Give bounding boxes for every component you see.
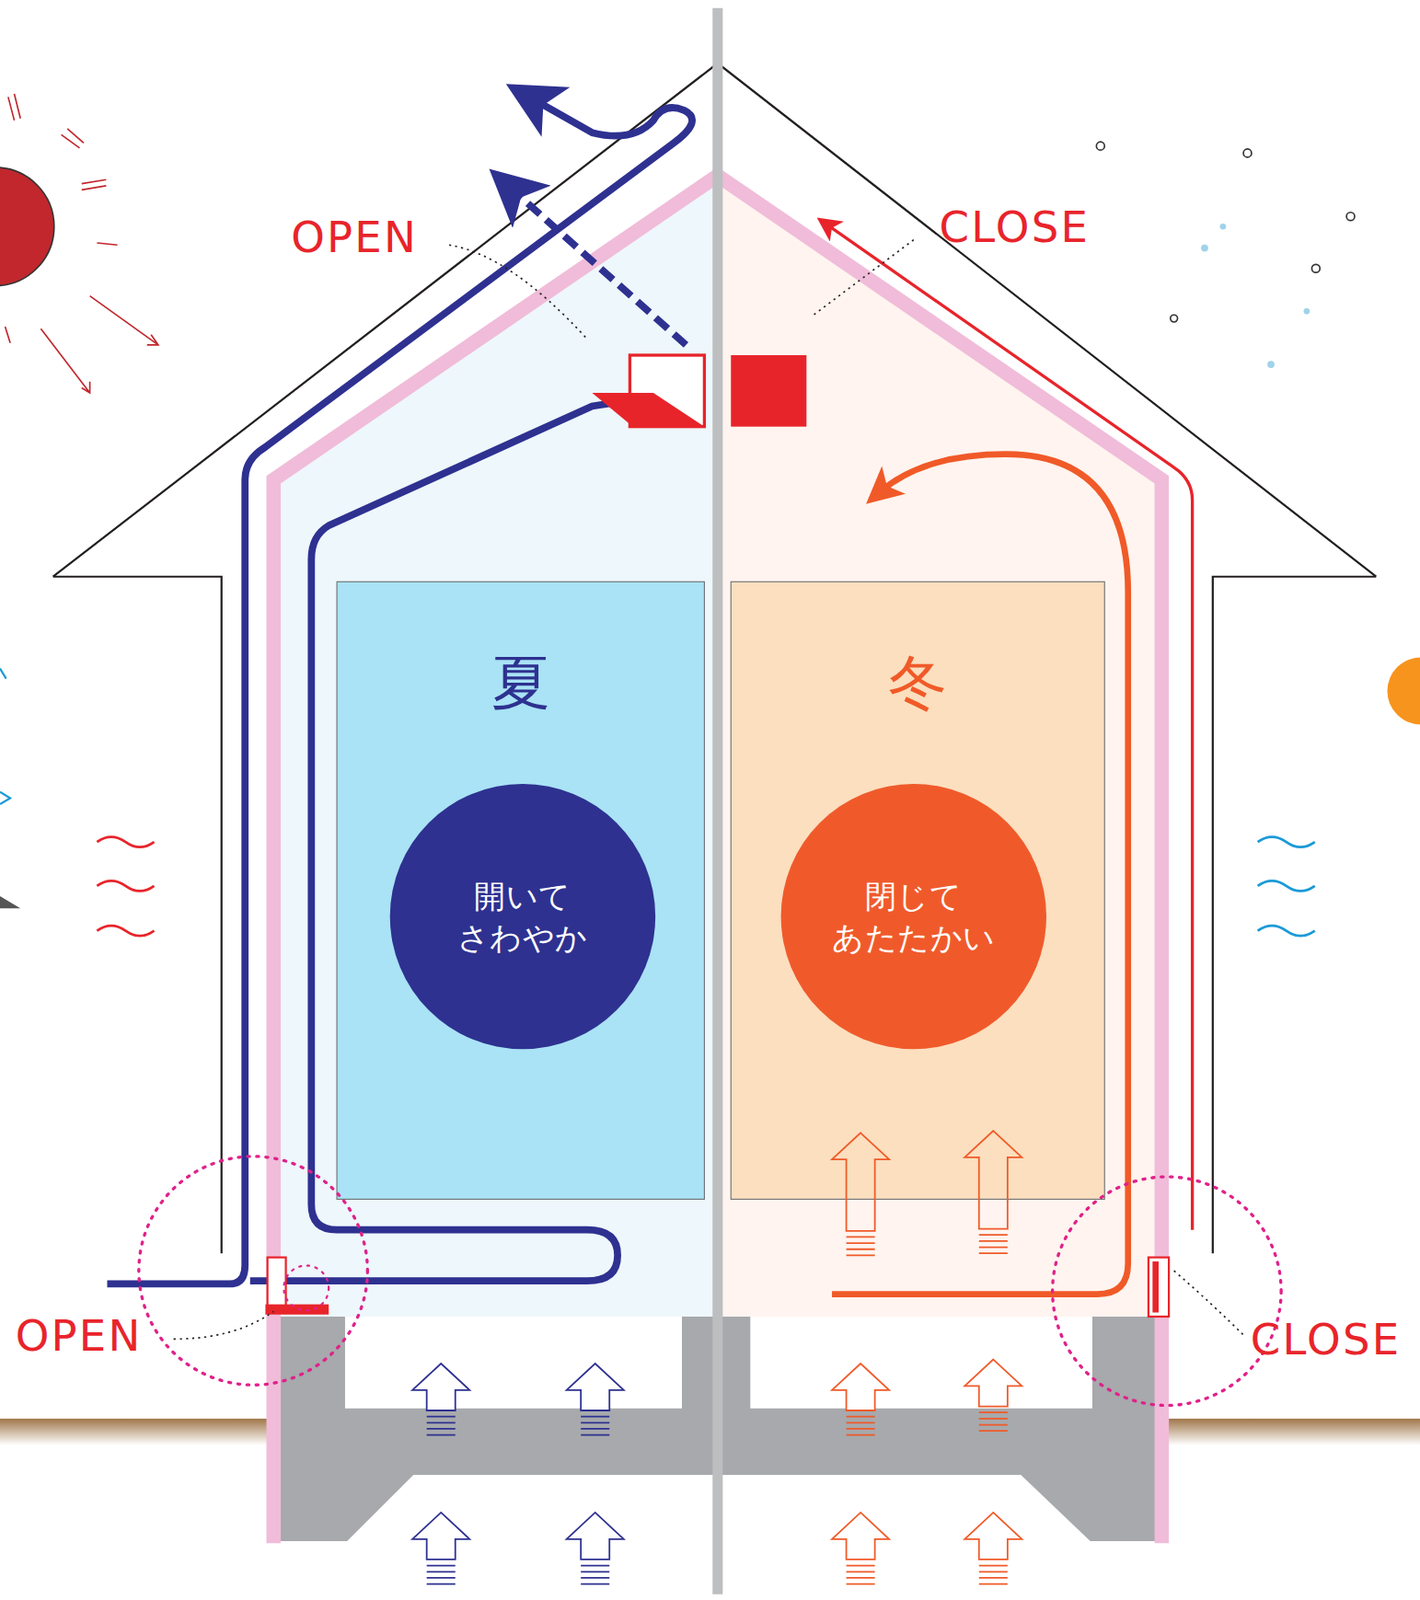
message-circle: 閉じて あたたかい [781,784,1047,1050]
damper-label: CLOSE [939,202,1091,253]
season-label: 冬 [730,651,1105,717]
damper-label: OPEN [15,1310,143,1361]
message-circle: 開いて さわやか [390,784,656,1050]
season-label: 夏 [336,651,705,717]
season-box: 夏開いて さわやか [336,581,705,1200]
damper-label: CLOSE [1250,1315,1402,1365]
circle-text: 閉じて あたたかい [801,875,1027,958]
season-box: 冬閉じて あたたかい [730,581,1105,1200]
circle-text: 開いて さわやか [410,875,635,958]
damper-label: OPEN [290,212,418,263]
